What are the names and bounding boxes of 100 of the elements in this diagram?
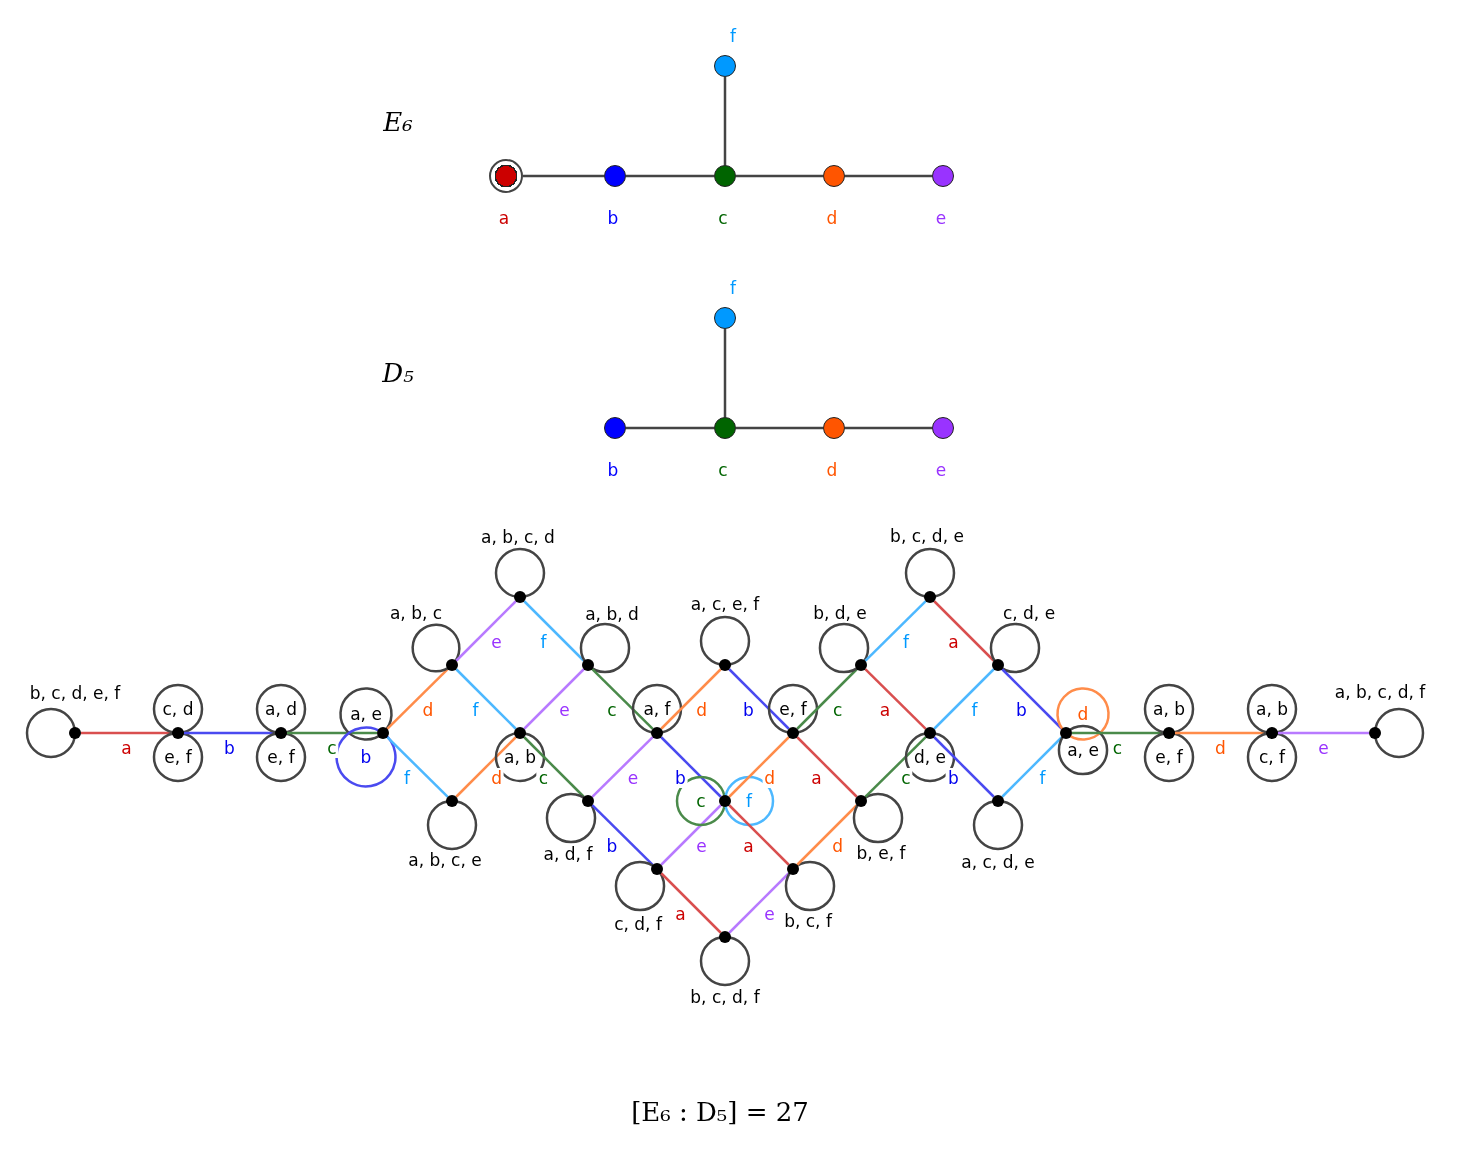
node-label: b: [607, 460, 619, 480]
edge-line: [1001, 736, 1063, 798]
vertex-dot: [514, 727, 526, 739]
vertex-dot: [1060, 727, 1072, 739]
loop-line: [1056, 687, 1110, 741]
loop-line: [904, 547, 956, 599]
edge-line: [796, 736, 858, 798]
edge-label: d, e: [913, 747, 947, 767]
edge-label: b, c, d, f: [690, 987, 760, 1007]
edge-line: [591, 736, 654, 798]
vertex-dot: [1369, 727, 1381, 739]
edge-line: [455, 600, 517, 662]
loop-line: [675, 775, 727, 827]
edge-label: b, d, e: [813, 603, 867, 623]
loop-line: [784, 860, 836, 912]
loop-line: [631, 683, 683, 735]
vertex-dot: [787, 863, 799, 875]
loop-line: [904, 731, 956, 783]
loop-line: [152, 683, 204, 735]
edge-label: a, b, d: [585, 604, 639, 624]
edge-line: [660, 804, 722, 866]
diagram-node: [714, 307, 736, 329]
vertex-dot: [855, 795, 867, 807]
loop-line: [1373, 707, 1425, 759]
edge-label: b: [360, 747, 372, 767]
edge-line: [723, 77, 727, 165]
vertex-dot: [275, 727, 287, 739]
edge-label: c, d, f: [614, 914, 662, 934]
loop-line: [545, 792, 597, 844]
edge-line: [796, 804, 858, 866]
loop-line: [494, 547, 546, 599]
edge-line: [660, 668, 722, 730]
node-label: c: [718, 460, 728, 480]
loop-line: [255, 683, 307, 735]
edge-line: [626, 174, 714, 178]
diagram-node: [604, 165, 626, 187]
edge-line: [728, 668, 790, 730]
diagram-label: D₅: [382, 363, 414, 383]
loop-line: [614, 860, 666, 912]
edge-label: a, d: [265, 699, 297, 719]
node-label: f: [730, 26, 736, 46]
edge-label: a, c, e, f: [690, 594, 760, 614]
edge-label: a, b, c: [389, 603, 443, 623]
edge-line: [723, 329, 727, 417]
vertex-dot: [924, 591, 936, 603]
loop-line: [699, 935, 751, 987]
edge-label: a, b: [1256, 699, 1288, 719]
vertex-dot: [719, 931, 731, 943]
edge-line: [728, 736, 790, 798]
edge-label: e, f: [267, 747, 295, 767]
edge-label: a, b: [1153, 699, 1185, 719]
edge-line: [796, 668, 858, 730]
edge-line: [386, 736, 449, 798]
node-label: c: [718, 208, 728, 228]
loop-line: [426, 799, 478, 851]
loop-line: [1143, 731, 1195, 783]
edge-line: [728, 872, 790, 934]
loop-line: [25, 707, 77, 759]
edge-line: [81, 731, 172, 735]
edge-label: c, d: [162, 699, 194, 719]
loop-line: [579, 622, 631, 674]
vertex-dot: [172, 727, 184, 739]
loop-line: [723, 775, 775, 827]
edge-line: [523, 600, 585, 662]
edge-label: c, d, e: [1002, 603, 1056, 623]
edge-label: a, b, c, d, f: [1334, 682, 1426, 702]
edge-line: [660, 736, 722, 798]
edge-line: [864, 736, 927, 798]
edge-line: [591, 804, 654, 866]
edge-line: [184, 731, 275, 735]
edge-line: [933, 600, 995, 662]
edge-label: c, f: [1258, 747, 1286, 767]
diagram-node: [823, 417, 845, 439]
edge-label: a, b: [504, 747, 536, 767]
edge-label: a, e: [350, 704, 382, 724]
edge-line: [523, 736, 585, 798]
edge-label: a, d, f: [543, 844, 593, 864]
node-label: d: [826, 460, 838, 480]
loop-line: [852, 792, 904, 844]
edge-label: d: [762, 767, 777, 788]
diagram-node: [823, 165, 845, 187]
loop-line: [255, 731, 307, 783]
edge-line: [626, 426, 714, 430]
vertex-dot: [992, 659, 1004, 671]
loop-line: [699, 615, 751, 667]
edge-label: a, c, d, e: [961, 852, 1035, 872]
edge-line: [1175, 731, 1266, 735]
vertex-dot: [719, 795, 731, 807]
edge-label: e, f: [164, 747, 192, 767]
vertex-dot: [69, 727, 81, 739]
edge-line: [933, 736, 995, 798]
edge-line: [523, 174, 604, 178]
loop-line: [1246, 683, 1298, 735]
edge-label: a, e: [1067, 740, 1099, 760]
edge-line: [728, 804, 790, 866]
edge-label: d: [1077, 704, 1089, 724]
loop-line: [339, 687, 393, 741]
edge-label: b, e, f: [856, 843, 906, 863]
edge-line: [933, 668, 995, 730]
vertex-dot: [651, 727, 663, 739]
